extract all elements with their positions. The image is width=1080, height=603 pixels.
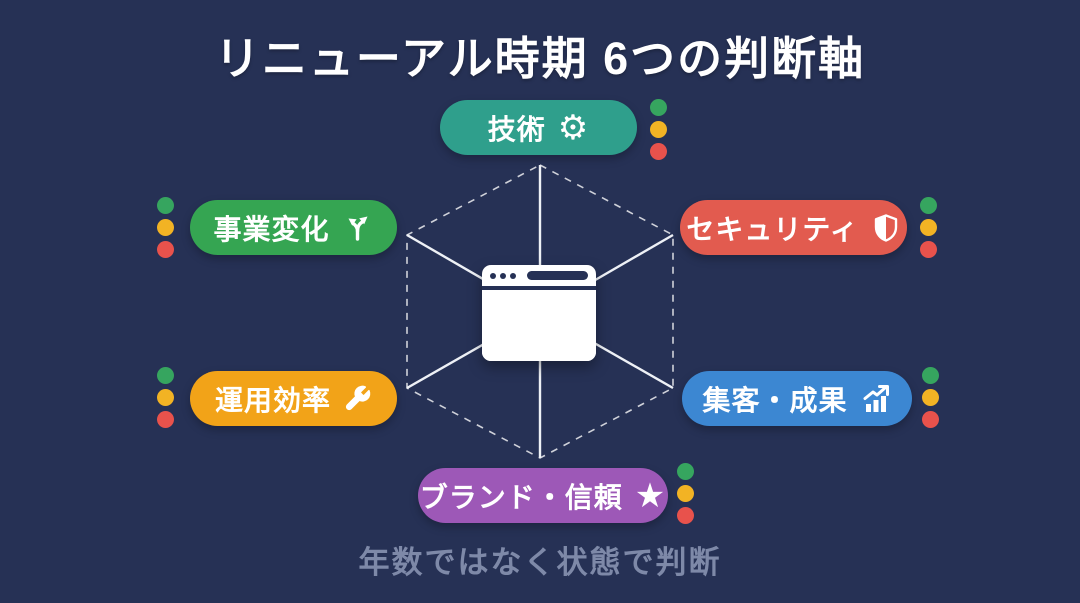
node-results: 集客・成果 bbox=[682, 371, 912, 426]
chart-up-icon bbox=[863, 384, 889, 412]
node-tech: 技術 ⚙ bbox=[440, 100, 637, 155]
browser-toolbar-divider bbox=[482, 286, 596, 290]
browser-address-bar bbox=[527, 271, 588, 280]
status-dot-green bbox=[677, 463, 694, 480]
status-lights-results bbox=[922, 367, 939, 428]
status-lights-brand bbox=[677, 463, 694, 524]
status-dot-red bbox=[922, 411, 939, 428]
browser-page-body bbox=[482, 290, 596, 361]
status-dot-yellow bbox=[650, 121, 667, 138]
browser-button-dot bbox=[500, 272, 506, 279]
wrench-icon bbox=[345, 385, 371, 411]
browser-button-dot bbox=[490, 272, 496, 279]
node-label: 事業変化 bbox=[213, 213, 330, 245]
browser-titlebar bbox=[482, 265, 596, 286]
node-brand: ブランド・信頼 ★ bbox=[418, 468, 668, 523]
status-dot-yellow bbox=[677, 485, 694, 502]
status-lights-tech bbox=[650, 99, 667, 160]
status-lights-security bbox=[920, 197, 937, 258]
node-label: 技術 bbox=[487, 113, 546, 145]
status-dot-red bbox=[157, 411, 174, 428]
status-dot-yellow bbox=[922, 389, 939, 406]
status-dot-yellow bbox=[157, 219, 174, 236]
star-icon: ★ bbox=[634, 476, 667, 515]
gear-icon: ⚙ bbox=[557, 108, 590, 147]
status-lights-operations bbox=[157, 367, 174, 428]
status-dot-green bbox=[650, 99, 667, 116]
footer-caption: 年数ではなく状態で判断 bbox=[358, 545, 722, 580]
status-dot-red bbox=[677, 507, 694, 524]
node-business: 事業変化 bbox=[190, 200, 397, 255]
status-dot-green bbox=[920, 197, 937, 214]
shield-icon bbox=[874, 213, 897, 242]
status-dot-red bbox=[157, 241, 174, 258]
node-label: セキュリティ bbox=[686, 213, 859, 245]
status-dot-yellow bbox=[157, 389, 174, 406]
status-dot-red bbox=[650, 143, 667, 160]
browser-window-icon bbox=[482, 265, 596, 361]
node-security: セキュリティ bbox=[680, 200, 907, 255]
status-dot-red bbox=[920, 241, 937, 258]
node-label: 集客・成果 bbox=[702, 384, 848, 416]
node-operations: 運用効率 bbox=[190, 371, 397, 426]
fork-arrows-icon bbox=[348, 216, 367, 241]
status-dot-green bbox=[157, 197, 174, 214]
node-label: ブランド・信頼 bbox=[419, 481, 623, 513]
status-dot-yellow bbox=[920, 219, 937, 236]
browser-button-dot bbox=[510, 272, 516, 279]
status-lights-business bbox=[157, 197, 174, 258]
page-title: リニューアル時期 6つの判断軸 bbox=[214, 33, 866, 84]
status-dot-green bbox=[157, 367, 174, 384]
node-label: 運用効率 bbox=[214, 384, 331, 416]
status-dot-green bbox=[922, 367, 939, 384]
